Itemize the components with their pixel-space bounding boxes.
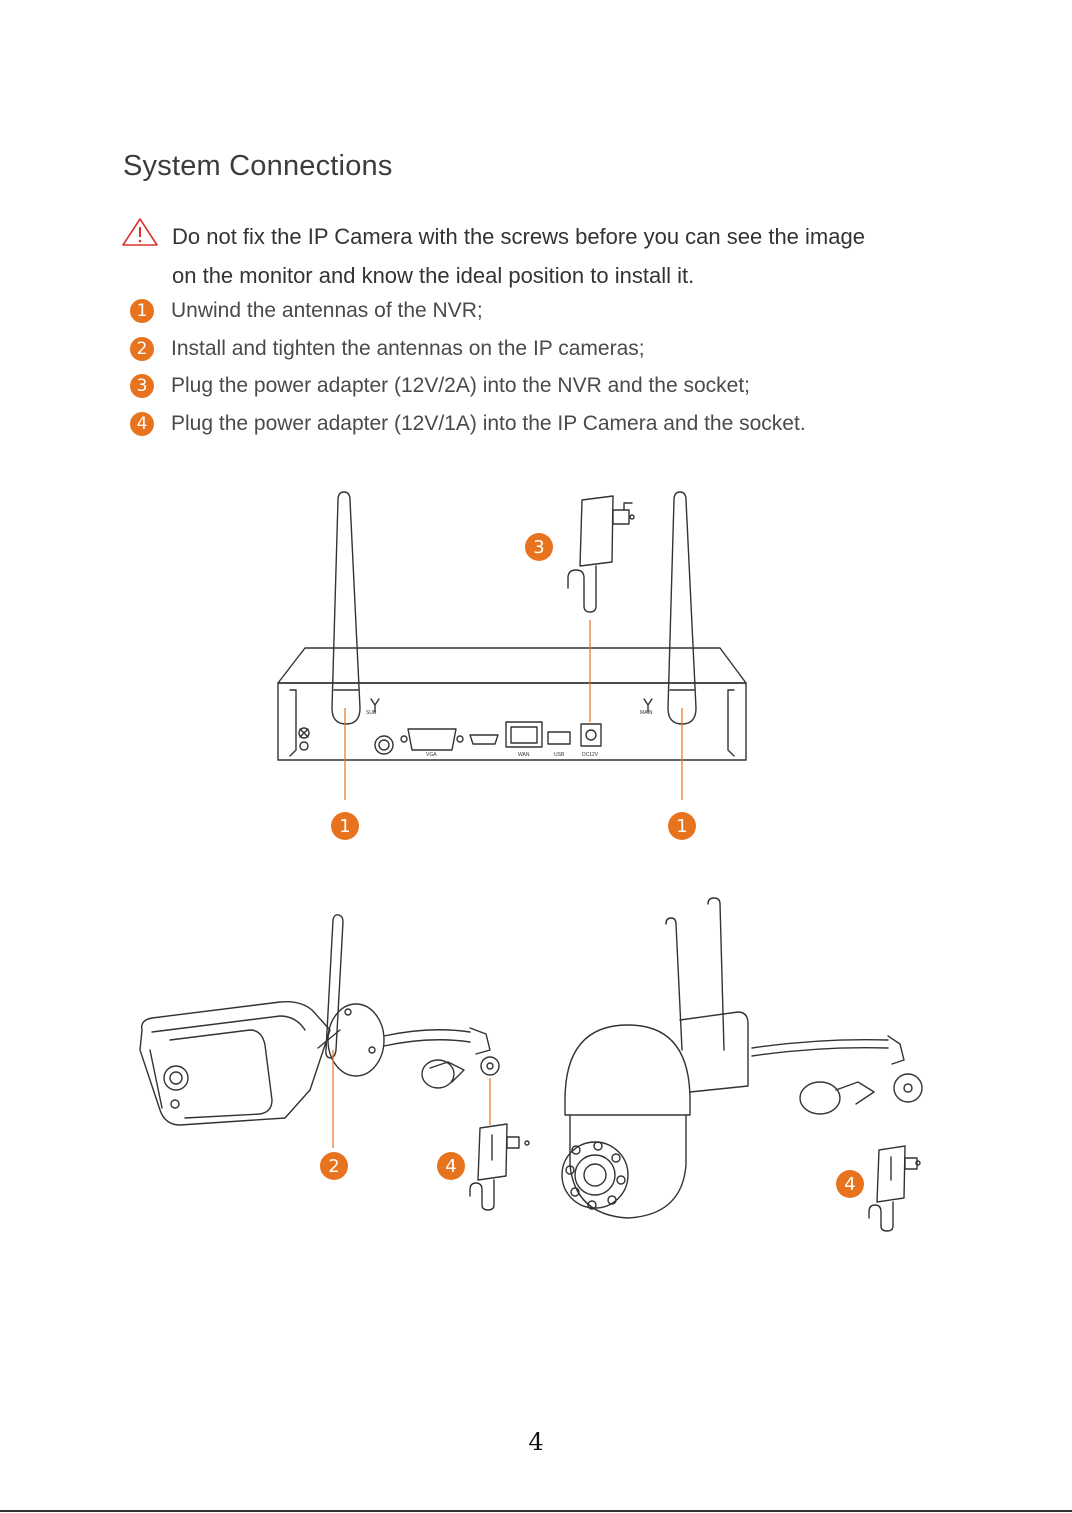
step-number: 4 xyxy=(130,412,154,436)
step-1: 1 Unwind the antennas of the NVR; xyxy=(130,296,483,326)
nvr-recorder xyxy=(277,647,747,761)
step-number: 3 xyxy=(130,374,154,398)
callout-ptz-adapter: 4 xyxy=(836,1170,864,1198)
step-number: 1 xyxy=(130,299,154,323)
warning-line-2: on the monitor and know the ideal positi… xyxy=(172,263,695,288)
warning-line-1: Do not fix the IP Camera with the screws… xyxy=(172,224,865,249)
page-number: 4 xyxy=(528,1428,544,1456)
antenna-right xyxy=(667,491,697,725)
bullet-camera-antenna xyxy=(325,914,344,1059)
warning-triangle-icon xyxy=(122,218,158,246)
port-label-dc: DC12V xyxy=(582,752,599,758)
step-text: Plug the power adapter (12V/2A) into the… xyxy=(171,374,751,397)
step-text: Unwind the antennas of the NVR; xyxy=(171,299,483,322)
port-label-main: MAIN xyxy=(640,710,653,716)
ptz-camera-adapter xyxy=(868,1145,921,1232)
callout-camera-antenna: 2 xyxy=(320,1152,348,1180)
port-label-wan: WAN xyxy=(518,752,530,758)
step-2: 2 Install and tighten the antennas on th… xyxy=(130,334,645,364)
bullet-camera xyxy=(139,1000,500,1126)
step-text: Install and tighten the antennas on the … xyxy=(171,337,645,360)
step-4: 4 Plug the power adapter (12V/1A) into t… xyxy=(130,409,806,439)
callout-nvr-adapter: 3 xyxy=(525,533,553,561)
nvr-power-adapter xyxy=(567,495,635,613)
step-3: 3 Plug the power adapter (12V/2A) into t… xyxy=(130,371,750,401)
port-label-sub: SUB xyxy=(366,710,377,716)
antenna-left xyxy=(331,491,361,725)
callout-antenna-left: 1 xyxy=(331,812,359,840)
port-label-vga: VGA xyxy=(426,752,437,758)
step-number: 2 xyxy=(130,337,154,361)
warning-text: Do not fix the IP Camera with the screws… xyxy=(172,217,892,295)
step-text: Plug the power adapter (12V/1A) into the… xyxy=(171,412,806,435)
page-title: System Connections xyxy=(123,150,393,182)
callout-antenna-right: 1 xyxy=(668,812,696,840)
bullet-camera-adapter xyxy=(469,1123,530,1211)
callout-bullet-adapter: 4 xyxy=(437,1152,465,1180)
bottom-rule xyxy=(0,1510,1072,1512)
port-label-usb: USB xyxy=(554,752,565,758)
ptz-camera xyxy=(561,897,923,1219)
